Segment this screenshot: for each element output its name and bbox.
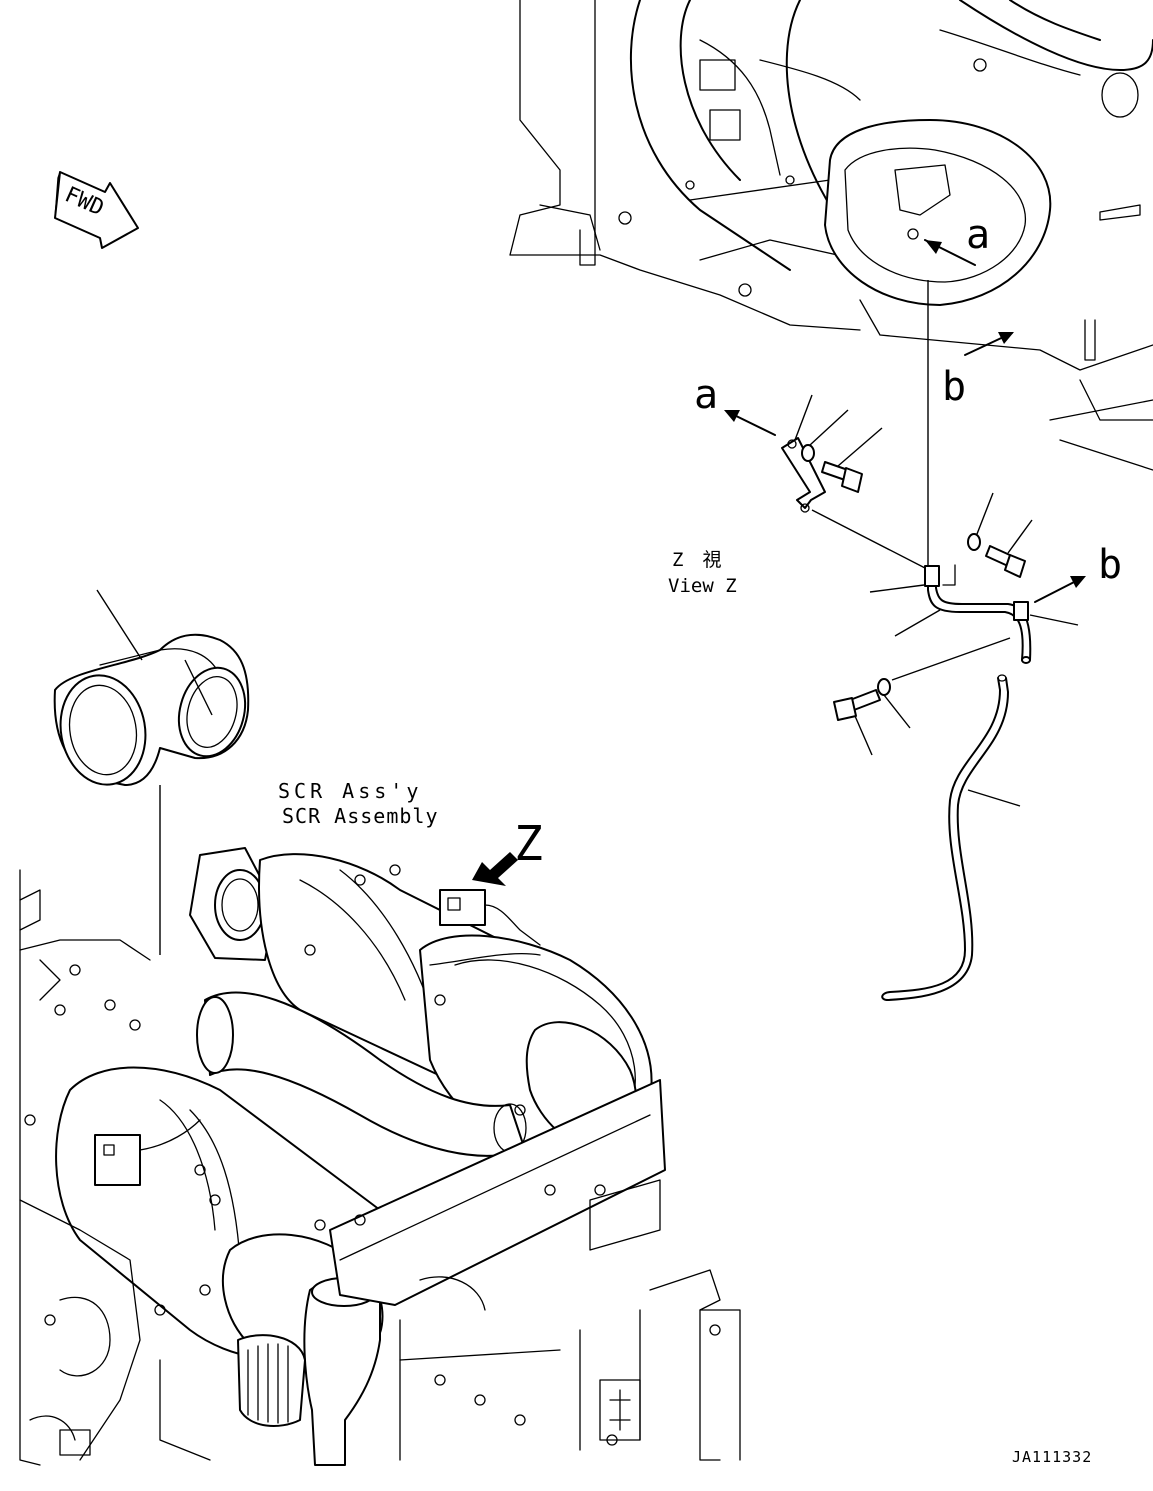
hose-part [881,674,1021,1001]
svg-text:a: a [966,212,990,258]
svg-text:b: b [942,364,966,410]
bottom-scr-assembly [19,847,741,1466]
svg-text:View Z: View Z [668,575,737,597]
ref-b-top: b [927,280,1014,575]
ref-a-top: a [924,212,990,266]
svg-text:Z 視: Z 視 [672,549,721,571]
svg-text:SCR Ass'y: SCR Ass'y [278,779,422,803]
top-aftertreatment-assembly [509,0,1153,471]
view-z-label: Z 視 View Z [668,549,737,597]
svg-text:b: b [1098,542,1122,588]
view-direction-arrow-icon: Z [472,816,543,886]
flange-bolts [24,864,721,1446]
elbow-connector-part [53,589,250,955]
drawing-number: JA111332 [1012,1448,1092,1466]
bracket-a-parts: a [694,372,926,569]
svg-text:Z: Z [514,816,543,872]
svg-text:a: a [694,372,718,418]
forward-arrow-icon: FWD [54,171,139,249]
scr-assembly-label: SCR Ass'y SCR Assembly [278,779,439,828]
pipe-b-parts: b [833,492,1122,756]
svg-text:SCR Assembly: SCR Assembly [282,804,439,828]
